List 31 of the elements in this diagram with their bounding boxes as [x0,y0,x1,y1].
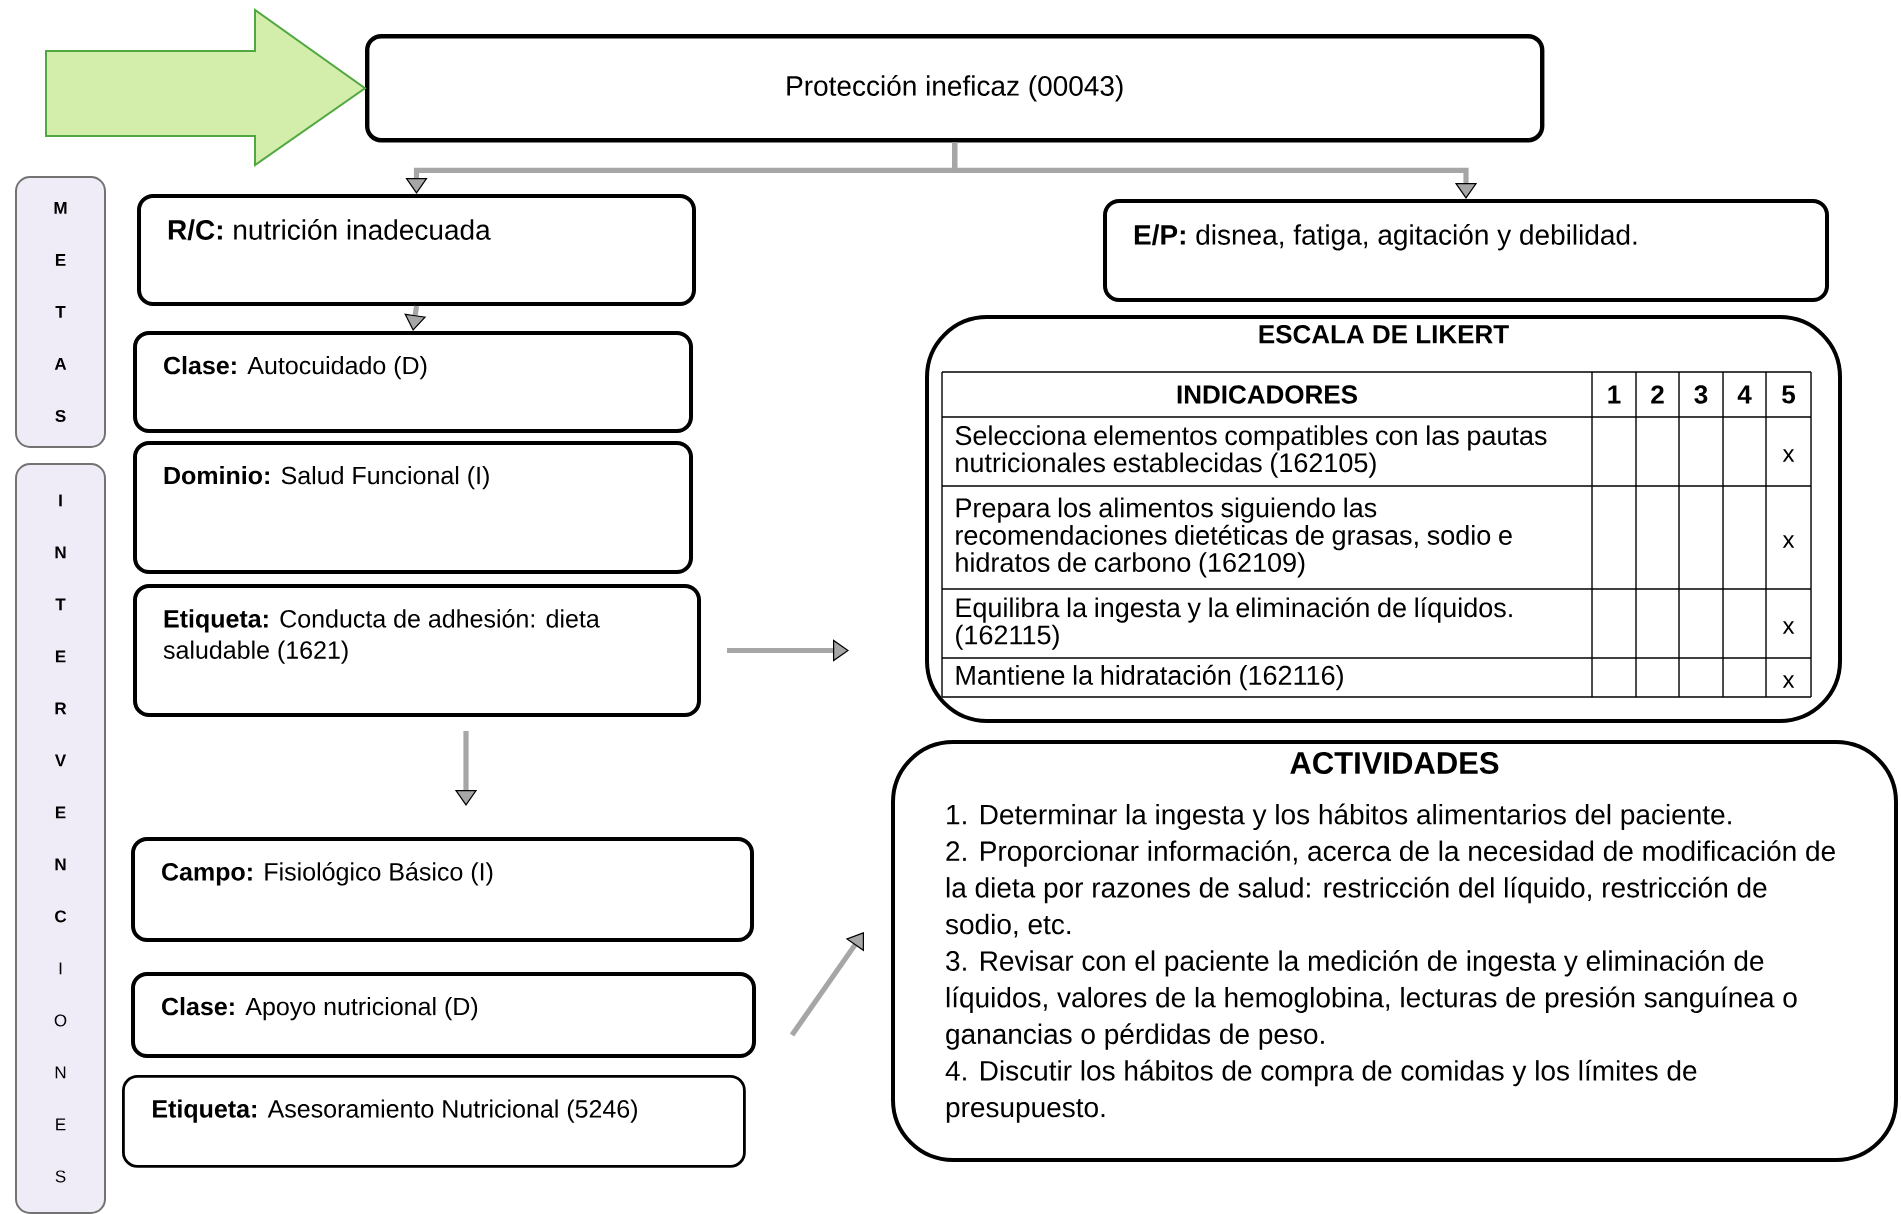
info-box: E/P: disnea, fatiga, agitación y debilidad. [1103,199,1829,302]
check-mark: x [1782,449,1795,462]
indicator-text: Prepara los alimentos siguiendo las recomendaciones dietéticas de grasas, sodio e hidratos de carbono (162109) [956,497,1512,578]
info-box: Dominio: Salud Funcional (I) [133,441,693,574]
check-mark: x [1782,621,1795,634]
indicator-text: Selecciona elementos compatibles con las pautas nutricionales establecidas (162105) [955,425,1547,478]
check-mark: x [1782,535,1795,548]
info-box: R/C: nutrición inadecuada [137,194,696,306]
sidebar-band: M E T A S [15,176,106,448]
info-box: Campo: Fisiológico Básico (I) [131,837,754,942]
block-arrow [45,8,367,167]
header-text: 5 [1782,385,1795,404]
arrow [404,305,427,331]
diagnosis-box: Protección ineficaz (00043) [365,34,1545,143]
info-box: Etiqueta: Conducta de adhesión: dieta saludable (1621) [133,584,701,717]
header-text: 1 [1608,385,1621,404]
check-mark: x [1782,675,1795,688]
arrow [952,142,1478,199]
arrow [789,932,864,1037]
sidebar-band: I N T E R V E N C I O N E S [15,463,106,1214]
activities-panel: ACTIVIDADES 1. Determinar la ingesta y los hábitos alimentarios del paciente. 2. Proporcionar información, acerca de la necesidad de modificación de la dieta por razones de salud: restricción del líquido, restricción de sodio, etc. 3. Revisar con el paciente la medición de ingesta y eliminación de líquidos, valores de la hemoglobina, lecturas de presión sanguínea o ganancias o pérdidas de peso. 4. Discutir los hábitos de compra de comidas y los límites de presupuesto. [891,740,1898,1162]
info-box: Clase: Autocuidado (D) [133,331,693,433]
info-box: Etiqueta: Asesoramiento Nutricional (5246) [122,1075,746,1168]
info-box: Clase: Apoyo nutricional (D) [131,972,756,1058]
header-text: INDICADORES [1177,385,1357,404]
arrow [727,639,849,662]
header-text: 2 [1651,385,1664,404]
header-text: 4 [1737,385,1752,404]
indicator-text: Equilibra la ingesta y la eliminación de líquidos. (162115) [956,597,1512,650]
indicator-text: Mantiene la hidratación (162116) [956,664,1343,691]
header-text: 3 [1694,385,1708,404]
